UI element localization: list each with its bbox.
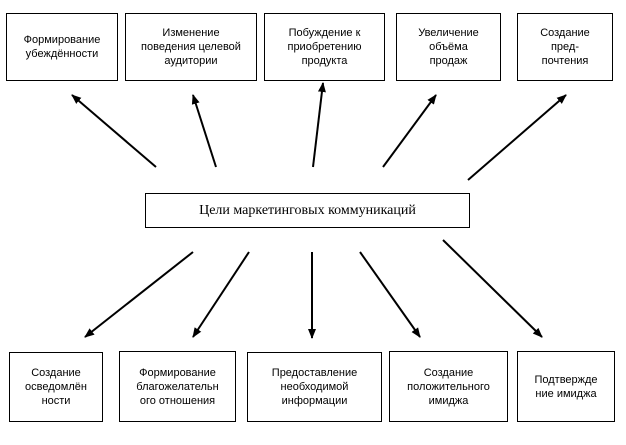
goal-label-positive-image: Создание положительного имиджа: [407, 366, 490, 407]
center-label: Цели маркетинговых коммуникаций: [199, 202, 416, 218]
goal-label-awareness: Создание осведомлён ности: [25, 367, 87, 407]
goal-label-information: Предоставление необходимой информации: [271, 367, 358, 407]
arrow-to-image-confirmation: [442, 239, 543, 338]
goal-label-favorable-attitude: Формирование благожелательн ого отношени…: [136, 366, 219, 407]
goal-label-preference: Создание пред- почтения: [540, 27, 590, 67]
arrow-to-behavior-change: [191, 94, 217, 168]
arrow-to-purchase-motivation: [312, 82, 326, 168]
arrow-to-sales-increase: [382, 94, 437, 168]
goal-label-conviction: Формирование убеждённости: [23, 34, 101, 60]
goal-label-behavior-change: Изменение поведения целевой аудитории: [141, 27, 241, 67]
goal-box-behavior-change: Изменение поведения целевой аудитории: [125, 13, 257, 81]
goal-label-image-confirmation: Подтвержде ние имиджа: [534, 373, 598, 400]
goal-box-positive-image: Создание положительного имиджа: [389, 351, 508, 422]
center-box-marketing-goals: Цели маркетинговых коммуникаций: [145, 193, 470, 228]
goal-box-information: Предоставление необходимой информации: [247, 352, 382, 422]
goal-box-image-confirmation: Подтвержде ние имиджа: [517, 351, 615, 422]
goal-box-purchase-motivation: Побуждение к приобретению продукта: [264, 13, 385, 81]
arrow-to-positive-image: [359, 251, 421, 338]
goal-box-favorable-attitude: Формирование благожелательн ого отношени…: [119, 351, 236, 422]
goal-label-sales-increase: Увеличение объёма продаж: [418, 27, 479, 67]
arrow-to-awareness: [84, 251, 194, 338]
goal-box-sales-increase: Увеличение объёма продаж: [396, 13, 501, 81]
goal-label-purchase-motivation: Побуждение к приобретению продукта: [287, 27, 362, 67]
arrow-to-conviction: [71, 94, 157, 168]
goal-box-preference: Создание пред- почтения: [517, 13, 613, 81]
goal-box-conviction: Формирование убеждённости: [6, 13, 118, 81]
arrow-to-favorable-attitude: [192, 251, 250, 338]
goal-box-awareness: Создание осведомлён ности: [9, 352, 103, 422]
arrow-to-preference: [467, 94, 567, 181]
